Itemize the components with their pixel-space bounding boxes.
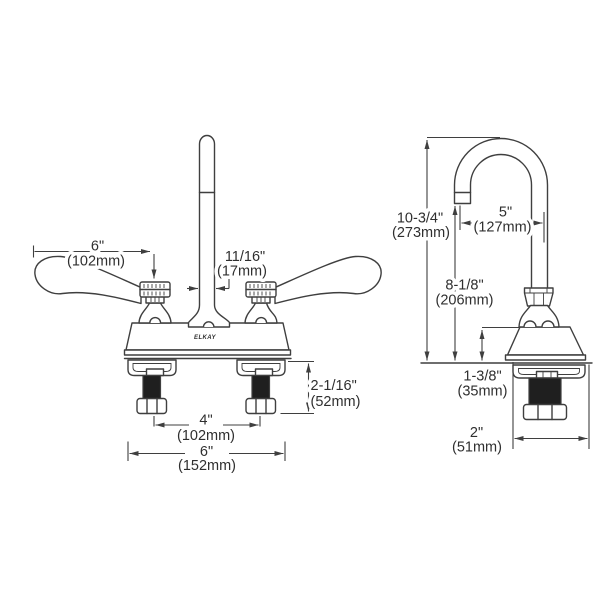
dim-overall-height: 10-3/4" (273mm): [388, 136, 500, 361]
left-handle-blade: [34, 255, 142, 305]
base-rim-side: [504, 354, 587, 361]
brand-logo: ELKAY: [194, 335, 216, 341]
side-view: 10-3/4" (273mm) 8-1/8" (206mm) 5" (127mm…: [388, 136, 593, 459]
right-shank-nut: [245, 397, 277, 415]
dim-spout-clearance-in: 8-1/8": [445, 278, 483, 294]
knurl-ticks: [249, 284, 271, 296]
dim-handle-length-in: 6": [91, 239, 104, 255]
left-valve-dome: [138, 302, 172, 324]
left-handle-hub: [139, 281, 171, 304]
dim-handle-length-mm: (102mm): [67, 254, 125, 270]
right-handle-blade: [274, 255, 382, 305]
knurl-ticks: [143, 284, 165, 296]
dim-overall-height-in: 10-3/4": [397, 211, 443, 227]
left-supply-shank: [142, 374, 162, 400]
dim-handle-length: 6" (102mm): [32, 235, 157, 279]
right-escutcheon: [236, 359, 286, 377]
dim-deck-to-shank-end: 2-1/16" (52mm): [280, 360, 364, 415]
left-escutcheon: [127, 359, 177, 377]
dim-base-depth-in: 2": [470, 425, 483, 441]
right-supply-shank: [251, 374, 271, 400]
faucet-base-side: [506, 326, 585, 356]
dim-deck-to-shank-end-mm: (52mm): [311, 394, 361, 410]
gooseneck-spout: [453, 137, 549, 290]
dim-spout-clearance-mm: (206mm): [435, 293, 493, 309]
dim-deck-to-escutcheon: 1-3/8" (35mm): [454, 326, 519, 403]
right-valve-dome: [244, 302, 278, 324]
dim-spout-clearance: 8-1/8" (206mm): [432, 206, 497, 361]
dim-faucet-hole-centers-mm: (102mm): [177, 428, 235, 444]
left-shank-nut: [136, 397, 168, 415]
escutcheon-side: [512, 364, 586, 379]
dim-spout-reach-in: 5": [499, 205, 512, 221]
dim-base-depth-mm: (51mm): [452, 440, 502, 456]
dim-base-depth: 2" (51mm): [449, 362, 590, 459]
dim-spout-diameter-mm: (17mm): [217, 264, 267, 280]
right-handle-hub: [245, 281, 277, 304]
dim-faucet-hole-centers-in: 4": [199, 413, 212, 429]
dim-base-width-in: 6": [200, 444, 213, 460]
spout-flare-arch: [202, 321, 215, 328]
dim-spout-diameter: 11/16" (17mm): [187, 246, 270, 291]
knurl-ticks: [256, 297, 266, 302]
spout-front: [198, 134, 216, 305]
dim-deck-to-escutcheon-in: 1-3/8": [463, 369, 501, 385]
dim-base-width: 6" (152mm): [127, 441, 286, 478]
knurl-ticks: [150, 297, 160, 302]
coupling-nut: [523, 287, 554, 307]
dim-spout-reach: 5" (127mm): [459, 201, 545, 243]
front-view: ELKAY: [32, 134, 382, 478]
dim-overall-height-mm: (273mm): [392, 225, 450, 241]
dim-spout-reach-mm: (127mm): [473, 220, 531, 236]
base-rim-front: [123, 349, 292, 356]
dim-base-width-mm: (152mm): [178, 458, 236, 474]
supply-shank-side: [528, 377, 562, 406]
shank-nut-side: [522, 403, 568, 421]
dim-spout-diameter-in: 11/16": [225, 249, 265, 265]
dim-deck-to-escutcheon-mm: (35mm): [458, 384, 508, 400]
dim-faucet-hole-centers: 4" (102mm): [153, 409, 261, 448]
valve-dome-side: [518, 304, 560, 328]
dim-deck-to-shank-end-in: 2-1/16": [311, 378, 357, 394]
